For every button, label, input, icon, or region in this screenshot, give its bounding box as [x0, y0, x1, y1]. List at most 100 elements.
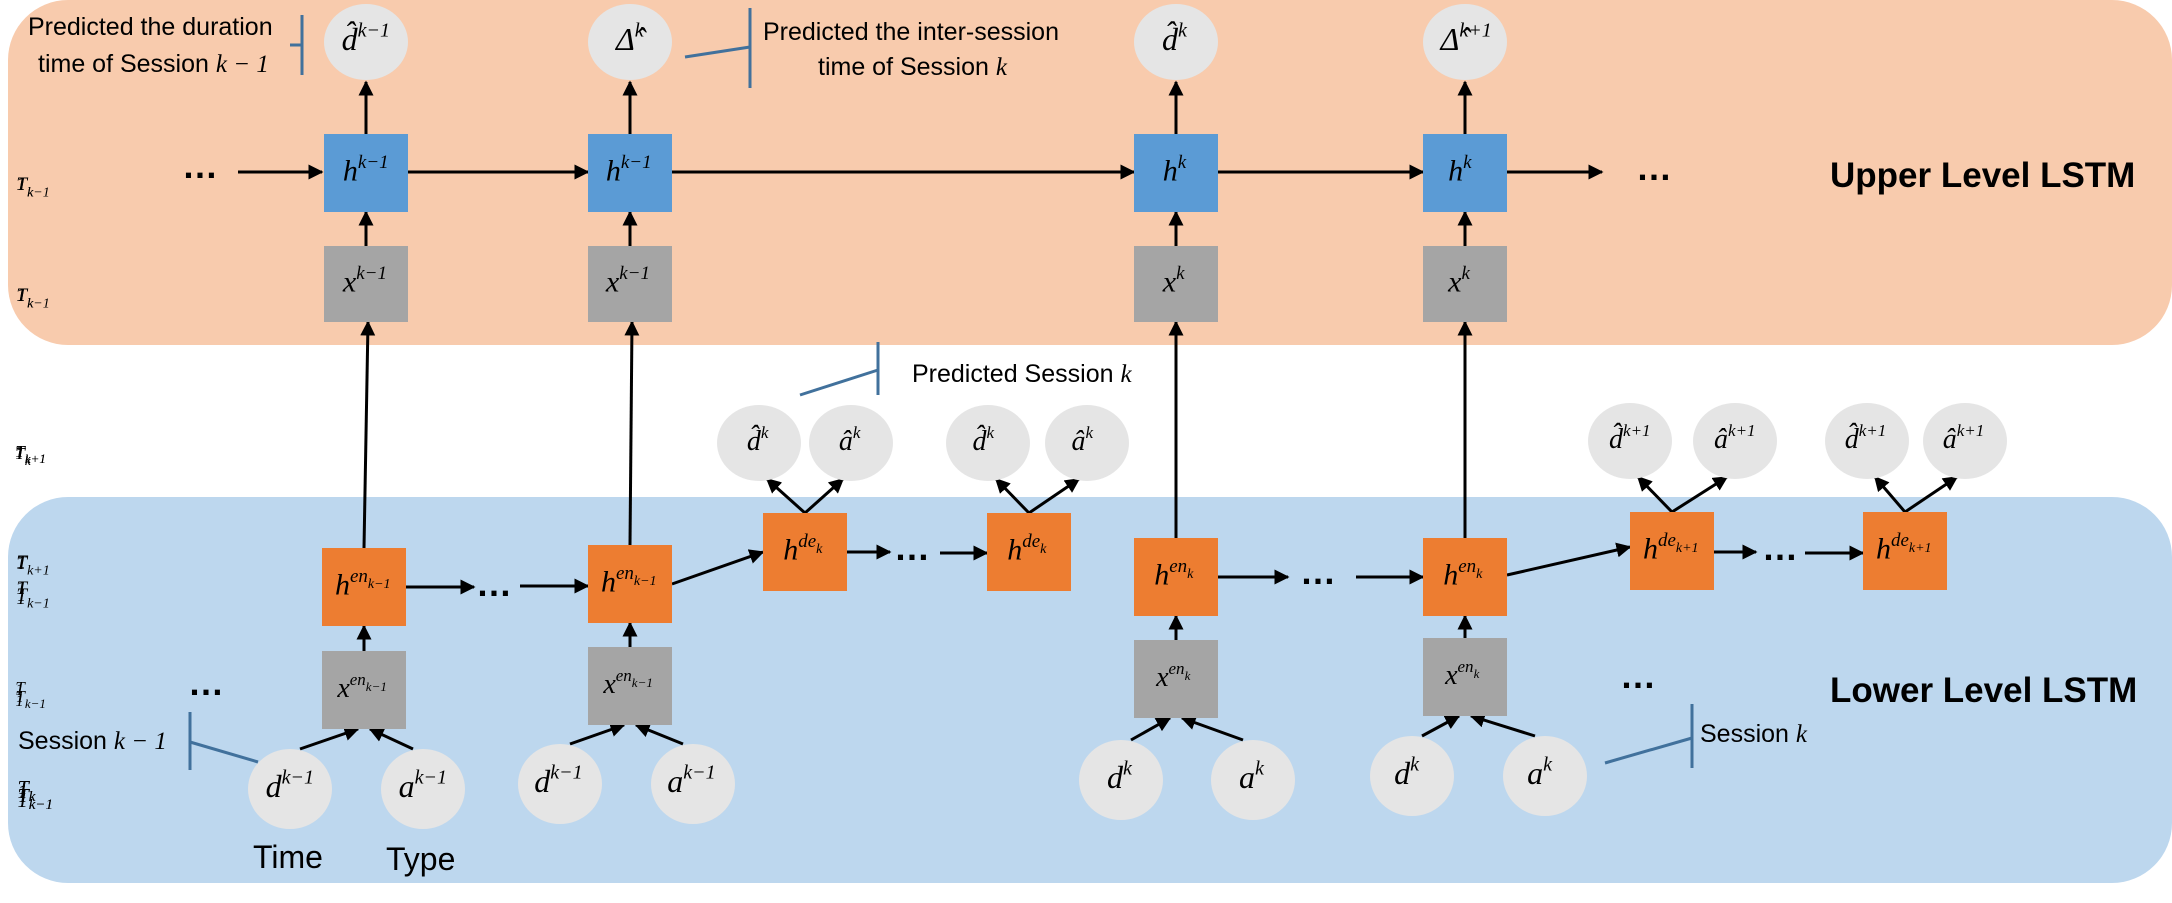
- arrow-dec-out-d-4: [1873, 475, 1907, 513]
- upper-dots-right: …: [1636, 147, 1672, 188]
- lower-encoder-input-1-box: [322, 651, 406, 729]
- lower-encoder-hidden-2-box: [588, 545, 672, 623]
- upper-output-1: d̂k−1: [324, 4, 408, 80]
- session-input-5-oval: [1079, 740, 1163, 820]
- lower-dots-mid: …: [1620, 655, 1656, 696]
- lower-dots-enc1: …: [476, 563, 512, 604]
- upper-hidden-2-box: [588, 134, 672, 212]
- duration-annotation-line1: Predicted the duration: [28, 13, 273, 41]
- arrow-enc2-dec1: [671, 549, 765, 586]
- lower-dots-dec1: …: [894, 527, 930, 568]
- decoder-output-2-oval: [809, 405, 893, 481]
- arrow-session-d-2: [569, 722, 626, 746]
- arrow-dec-out-d-3: [1636, 475, 1674, 514]
- upper-level-label: Upper Level LSTM: [1830, 156, 2135, 195]
- lower-encoder-input-3-box: [1134, 640, 1218, 718]
- upper-dots-left: …: [182, 145, 218, 186]
- upper-output-4: Δ̂k+1: [1423, 4, 1507, 80]
- upper-hidden-3-box: [1134, 134, 1218, 212]
- callout-lines: [188, 8, 1694, 770]
- upper-output-2: Δ̂k: [588, 4, 672, 80]
- arrow-dec-out-a-1: [803, 477, 845, 515]
- lower-dots-left: …: [188, 662, 224, 703]
- duration-annotation-line2: time of Session k − 1: [38, 50, 269, 78]
- callout-intersession: [684, 45, 751, 59]
- intersession-annotation-line2: time of Session k: [818, 53, 1008, 81]
- arrow-dec-out-a-4: [1904, 475, 1959, 514]
- lower-encoder-input-4-box: [1423, 638, 1507, 716]
- arrow-lower-to-upper-1: [360, 320, 376, 549]
- upper-input-4-box: [1423, 246, 1507, 322]
- decoder-output-3-oval: [946, 405, 1030, 481]
- upper-hidden-4-box: [1423, 134, 1507, 212]
- intersession-annotation-line1: Predicted the inter-session: [763, 18, 1059, 46]
- predicted-session-annotation: Predicted Session k: [912, 360, 1132, 388]
- decoder-output-8-oval: [1923, 403, 2007, 479]
- upper-output-1-label: d̂k−1: [342, 20, 390, 57]
- upper-input-2-box: [588, 246, 672, 322]
- lower-dots-dec2: …: [1762, 527, 1798, 568]
- arrow-session-a-1: [368, 727, 414, 751]
- arrow-enc4-dec3: [1506, 542, 1632, 577]
- lower-decoder-hidden-4-box: [1863, 512, 1947, 590]
- arrow-dec-out-d-1: [765, 477, 807, 515]
- session-input-3-oval: [518, 744, 602, 824]
- arrows: [238, 80, 1959, 751]
- upper-output-3-label: d̂k: [1162, 20, 1188, 57]
- lower-decoder-hidden-2-box: [987, 513, 1071, 591]
- upper-hidden-1-box: [324, 134, 408, 212]
- arrow-dec-out-d-2: [994, 477, 1031, 515]
- session-k-annotation: Session k: [1700, 720, 1808, 748]
- decoder-output-7-oval: [1825, 403, 1909, 479]
- session-input-4-oval: [651, 744, 735, 824]
- lower-encoder-hidden-1-box: [322, 548, 406, 626]
